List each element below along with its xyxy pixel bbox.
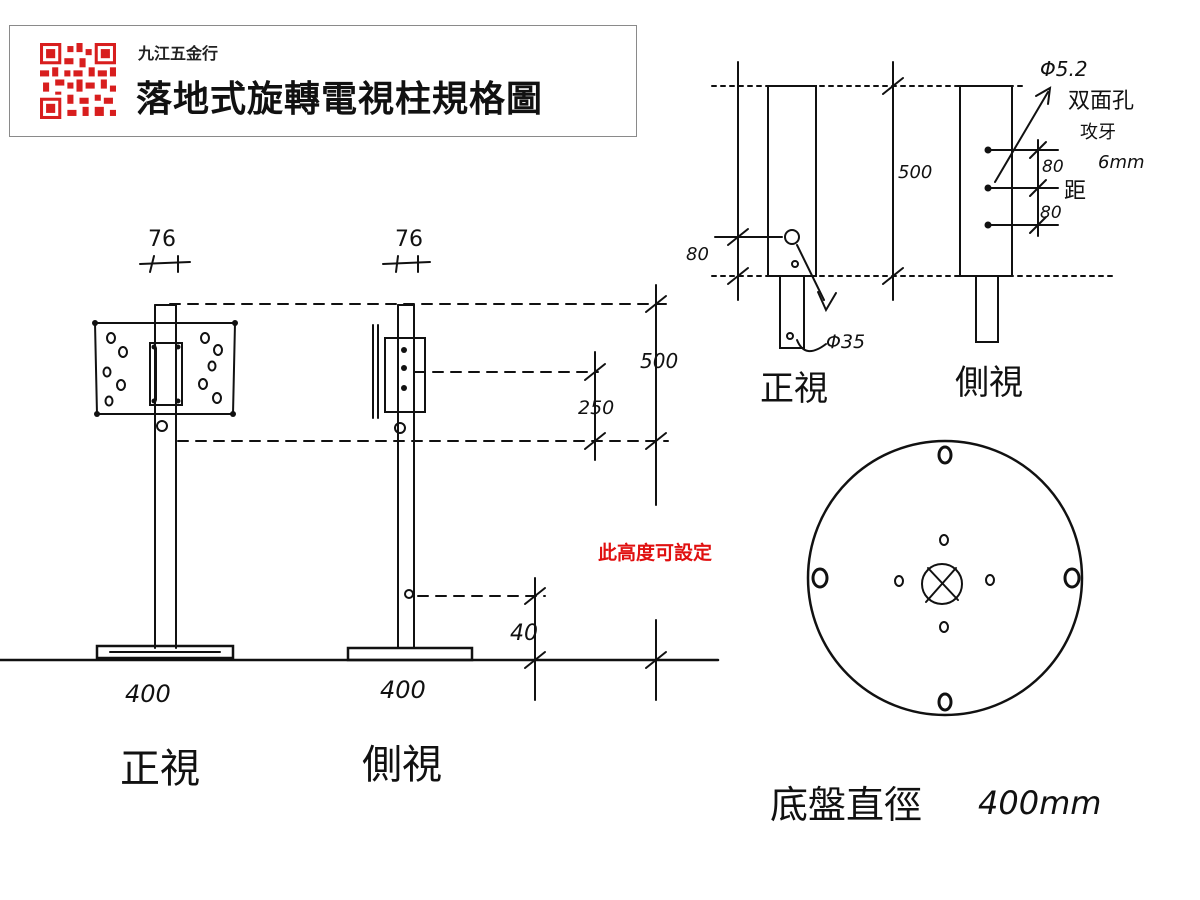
base-plate-label: 底盤直徑 <box>770 783 922 827</box>
detail-side-label: 側視 <box>955 363 1023 403</box>
detail-hole-spacing-2: 80 <box>1040 203 1062 223</box>
adjustable-height-note: 此高度可設定 <box>598 542 713 564</box>
page-title: 落地式旋轉電視柱規格圖 <box>136 78 544 120</box>
detail-pin-offset: 80 <box>686 244 709 265</box>
side-view-label: 側視 <box>362 742 442 788</box>
qr-code-icon <box>40 43 116 119</box>
detail-front-height: 500 <box>898 162 932 183</box>
detail-side-hole: Φ5.2 <box>1040 57 1088 81</box>
header-box: 九江五金行 落地式旋轉電視柱規格圖 <box>9 25 637 137</box>
detail-hole-spacing-1: 80 <box>1042 157 1064 177</box>
company-name: 九江五金行 <box>138 44 219 63</box>
detail-front-label: 正視 <box>760 369 828 409</box>
side-base-dim: 400 <box>380 676 426 704</box>
dim-bracket-height: 500 <box>640 349 678 373</box>
detail-thread-note: 攻牙 <box>1080 122 1116 143</box>
detail-pin-hole: Φ35 <box>826 331 865 353</box>
front-view-label: 正視 <box>120 746 200 792</box>
side-top-dim: 76 <box>395 227 423 252</box>
detail-thread-size: 6mm <box>1098 152 1145 173</box>
dim-bracket-spacing: 250 <box>578 397 614 419</box>
detail-side-hole-note: 双面孔 <box>1068 89 1134 114</box>
front-base-dim: 400 <box>125 680 171 708</box>
base-plate-diameter: 400mm <box>978 784 1101 822</box>
front-top-dim: 76 <box>148 227 176 252</box>
dim-base-offset: 40 <box>510 621 538 646</box>
detail-pitch-label: 距 <box>1064 179 1086 204</box>
